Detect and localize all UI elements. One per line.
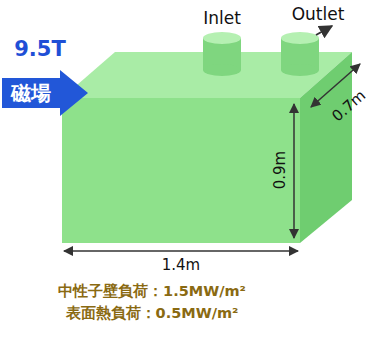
- pipe-label: Inlet: [203, 9, 241, 28]
- height-dimension: [293, 104, 295, 238]
- field-label: 磁場: [11, 82, 51, 104]
- dimension-label: 0.9m: [272, 151, 289, 189]
- flow-arrow: [316, 26, 332, 35]
- load-note: 表面熱負荷：0.5MW/m²: [66, 306, 239, 322]
- field-arrow: 磁場: [2, 70, 88, 116]
- field-strength: 9.5T: [14, 38, 66, 61]
- load-note: 中性子壁負荷：1.5MW/m²: [58, 284, 246, 300]
- width-dimension: [64, 250, 298, 252]
- dimension-label: 1.4m: [162, 257, 200, 274]
- inlet-pipe: [203, 32, 241, 76]
- outlet-pipe: [281, 32, 319, 76]
- pipe-label: Outlet: [292, 5, 345, 24]
- box-front-face: [62, 98, 300, 243]
- box-side-face: [300, 52, 352, 243]
